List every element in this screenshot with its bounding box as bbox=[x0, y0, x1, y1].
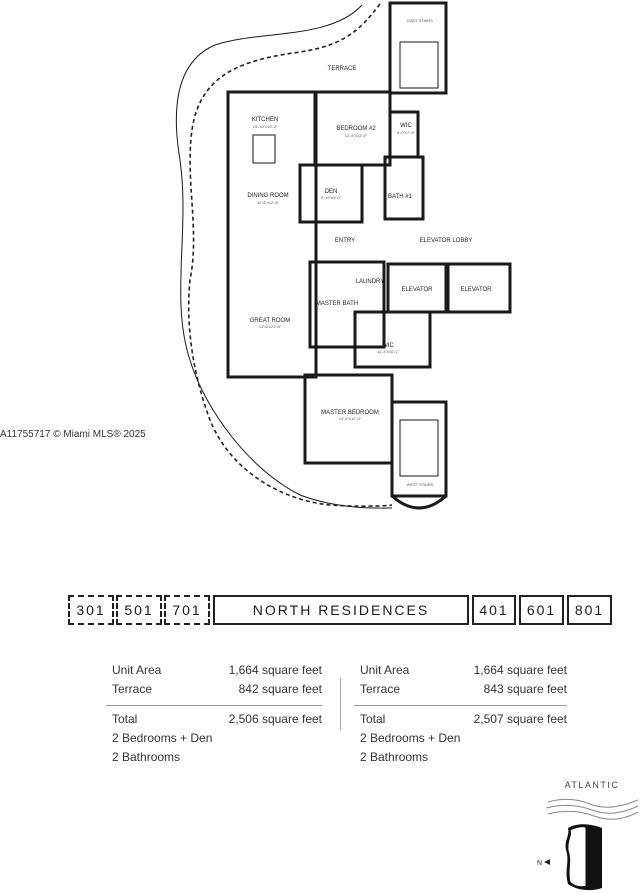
terrace-value: 842 square feet bbox=[238, 682, 322, 696]
total-value: 2,507 square feet bbox=[473, 712, 567, 726]
bathrooms-text: 2 Bathrooms bbox=[360, 750, 429, 764]
divider bbox=[106, 705, 322, 706]
bedrooms-text: 2 Bedrooms + Den bbox=[360, 731, 461, 745]
elevator-b-shaft bbox=[446, 262, 512, 314]
great-room-dim: 13'-8"x21'-8" bbox=[259, 324, 282, 329]
bathrooms-text: 2 Bathrooms bbox=[112, 750, 181, 764]
great-room-label: GREAT ROOM bbox=[250, 318, 290, 324]
elevator-a-label: ELEVATOR bbox=[401, 287, 433, 293]
west-stairs-wall bbox=[390, 400, 448, 498]
north-arrow-icon bbox=[544, 859, 550, 865]
total-value: 2,506 square feet bbox=[228, 712, 322, 726]
kitchen-island bbox=[252, 134, 276, 164]
floor-plan: TERRACE EAST STAIRS KITCHEN 13'-10"x10'-… bbox=[175, 1, 512, 510]
wic1-dim: 6'-0"x7'-8" bbox=[397, 130, 416, 135]
total-label: Total bbox=[112, 712, 138, 726]
unit-wall-master-bath bbox=[308, 260, 386, 349]
unit-wall-kitchen-dining bbox=[226, 90, 318, 379]
elevator-a-shaft bbox=[386, 262, 448, 314]
master-bedroom-label: MASTER BEDROOM bbox=[321, 410, 379, 416]
unit-area-value: 1,664 square feet bbox=[473, 663, 567, 677]
west-stairs-curve bbox=[391, 494, 447, 510]
terrace-outline bbox=[175, 4, 393, 509]
unit-box-701: 701 bbox=[164, 595, 210, 625]
unit-highlight bbox=[567, 826, 587, 888]
east-stairs-flight bbox=[399, 41, 439, 89]
unit-area-value: 1,664 square feet bbox=[228, 663, 322, 677]
master-bath-label: MASTER BATH bbox=[316, 301, 358, 307]
bedroom2-label: BEDROOM #2 bbox=[336, 126, 376, 132]
unit-area-label: Unit Area bbox=[360, 663, 410, 677]
unit-wall-wic2 bbox=[353, 310, 432, 369]
kitchen-dim: 13'-10"x10'-0" bbox=[253, 124, 278, 129]
bedroom2-dim: 12'-6"x12'-0" bbox=[345, 133, 368, 138]
north-label: N bbox=[537, 860, 542, 867]
wic2-label: WIC bbox=[382, 343, 394, 349]
unit-wall-den bbox=[298, 163, 364, 224]
unit-box-801: 801 bbox=[567, 595, 612, 625]
den-label: DEN bbox=[325, 189, 338, 195]
bedrooms-text: 2 Bedrooms + Den bbox=[112, 731, 213, 745]
unit-number-row: 301 501 701 NORTH RESIDENCES 401 601 801 bbox=[0, 595, 640, 629]
unit-box-301: 301 bbox=[68, 595, 114, 625]
kitchen-label: KITCHEN bbox=[252, 117, 278, 123]
unit-box-401: 401 bbox=[472, 595, 516, 625]
unit-area-label: Unit Area bbox=[112, 663, 162, 677]
wave-icon bbox=[547, 798, 639, 808]
terrace-label: Terrace bbox=[360, 682, 401, 696]
unit-wall-bath1 bbox=[383, 155, 425, 221]
dining-dim: 11'-8"x12'-8" bbox=[257, 200, 280, 205]
wave-icon bbox=[545, 804, 639, 814]
orientation-key: ATLANTIC N bbox=[537, 780, 639, 891]
total-label: Total bbox=[360, 712, 386, 726]
wic1-label: WIC bbox=[400, 123, 412, 129]
divider bbox=[354, 705, 567, 706]
unit-box-601: 601 bbox=[519, 595, 564, 625]
specs-separator bbox=[340, 678, 341, 730]
wave-icon bbox=[547, 810, 639, 820]
elevator-b-label: ELEVATOR bbox=[460, 287, 492, 293]
specs-right: Unit Area 1,664 square feet Terrace 843 sq… bbox=[354, 663, 567, 769]
entry-label: ENTRY bbox=[335, 238, 355, 244]
east-stairs-wall bbox=[388, 1, 448, 95]
terrace-label: Terrace bbox=[112, 682, 153, 696]
master-bedroom-dim: 14'-5"x12'-0" bbox=[339, 416, 362, 421]
elevator-lobby-label: ELEVATOR LOBBY bbox=[420, 238, 473, 244]
dining-label: DINING ROOM bbox=[247, 193, 288, 199]
wic2-dim: 11'-3"x10'-1" bbox=[377, 349, 400, 354]
unit-box-501: 501 bbox=[116, 595, 162, 625]
terrace-label: TERRACE bbox=[328, 66, 357, 72]
atlantic-label: ATLANTIC bbox=[565, 780, 620, 790]
bath1-label: BATH #1 bbox=[388, 194, 413, 200]
west-stairs-flight bbox=[399, 419, 439, 477]
east-stairs-label: EAST STAIRS bbox=[407, 18, 433, 23]
west-stairs-label: WEST STAIRS bbox=[407, 482, 434, 487]
den-dim: 9'-10"x9'-0" bbox=[321, 195, 342, 200]
mls-watermark: A11755717 © Miami MLS® 2025 bbox=[0, 429, 146, 440]
laundry-label: LAUNDRY bbox=[356, 279, 385, 285]
terrace-value: 843 square feet bbox=[483, 682, 567, 696]
terrace-dashed-boundary bbox=[187, 3, 393, 507]
specs-left: Unit Area 1,664 square feet Terrace 842 sq… bbox=[106, 663, 322, 769]
residences-title: NORTH RESIDENCES bbox=[213, 595, 469, 625]
